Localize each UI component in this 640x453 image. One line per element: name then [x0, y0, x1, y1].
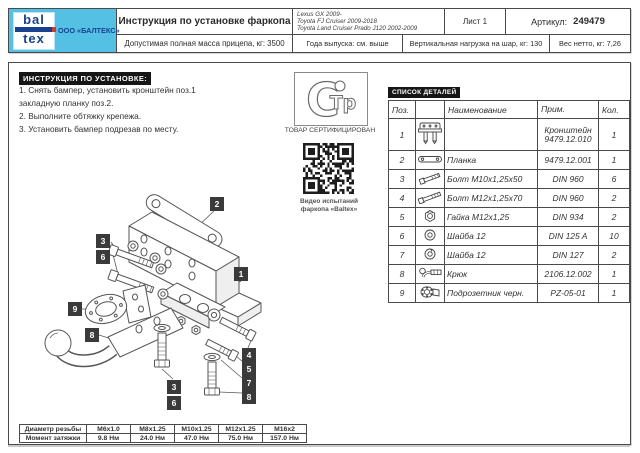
part-label: 7 [242, 376, 256, 390]
washer-icon [424, 229, 436, 241]
instruction-step: 3. Установить бампер подрезав по месту. [19, 124, 179, 134]
baltex-logo-mark: bal tex [13, 12, 56, 50]
col-name: Наименование [444, 100, 539, 119]
instruction-step: закладную планку поз.2. [19, 98, 114, 108]
part-label: 6 [167, 396, 181, 410]
vehicle-model: Toyota FJ Cruiser 2009-2018 [297, 18, 377, 25]
exploded-diagram: 2 3 6 1 9 8 3 6 4 5 7 8 [11, 131, 291, 423]
install-instructions-heading-wrap: ИНСТРУКЦИЯ ПО УСТАНОВКЕ: [19, 68, 152, 86]
table-row: 1 Кронштейн 9479.12.010 [387, 118, 631, 151]
title-cell: Инструкция по установке фаркопа Допустим… [117, 9, 293, 52]
table-row: 9 Подрозетник черн. PZ-05-01 [387, 283, 631, 303]
col-note: Прим. [537, 100, 599, 119]
article-value: 249479 [573, 16, 605, 27]
parts-table-header: Поз. Наименование Прим. Кол. [387, 100, 631, 119]
vehicle-model: Lexus GX 2009- [297, 11, 342, 18]
table-row: 2 Планка 9479.12.001 1 [387, 150, 631, 170]
vertical-load: Вертикальная нагрузка на шар, кг: 130 [403, 35, 550, 52]
bolt-icon [417, 191, 442, 205]
torque-diameter-row: Диаметр резьбы М6х1.0 М8х1.25 М10х1.25 М… [19, 424, 307, 434]
doc-title: Инструкция по установке фаркопа [117, 9, 292, 35]
torque-row-label: Диаметр резьбы [19, 424, 87, 434]
part-label: 6 [96, 250, 110, 264]
table-row: 6 Шайба 12 DIN 125 A 10 [387, 226, 631, 246]
sheet-number: Лист 1 [445, 9, 506, 34]
vehicle-model: Toyota Land Cruiser Prado J120 2002-2009 [297, 25, 418, 32]
table-row: 8 Крюк 2106.12.002 1 [387, 264, 631, 284]
table-row: 5 Гайка М12х1,25 DIN 934 2 [387, 207, 631, 227]
parts-list-heading: СПИСОК ДЕТАЛЕЙ [388, 87, 461, 98]
table-row: 4 Болт М12х1,25х70 DIN 960 2 [387, 188, 631, 208]
part-label: 3 [167, 380, 181, 394]
article-label: Артикул: [531, 16, 568, 27]
bracket-icon [418, 122, 442, 144]
hook-icon [419, 267, 442, 278]
part-label: 1 [234, 267, 248, 281]
article-cell: Артикул: 249479 [506, 9, 630, 34]
part-label: 8 [85, 328, 99, 342]
instructions-heading: ИНСТРУКЦИЯ ПО УСТАНОВКЕ: [19, 72, 152, 85]
qr-caption: Видео испытаний фаркопа «Baltex» [299, 198, 358, 213]
nut-icon [424, 209, 436, 223]
vehicle-list: Lexus GX 2009- Toyota FJ Cruiser 2009-20… [293, 9, 445, 34]
part-label: 2 [210, 197, 224, 211]
production-years: Года выпуска: см. выше [293, 35, 403, 52]
qr-code-icon [303, 143, 354, 194]
col-pos: Поз. [387, 100, 417, 119]
part-label: 4 [242, 348, 256, 362]
part-label: 5 [242, 362, 256, 376]
instruction-steps: 1. Снять бампер, установить кронштейн по… [19, 84, 196, 136]
baltex-logo: bal tex ООО «БАЛТЕКС» [9, 9, 120, 52]
table-row: 3 Болт М10х1,25х50 DIN 960 6 [387, 169, 631, 189]
spring-washer-icon [424, 248, 436, 260]
header-right: Lexus GX 2009- Toyota FJ Cruiser 2009-20… [293, 9, 630, 52]
trailer-mass: Допустимая полная масса прицепа, кг: 350… [124, 39, 285, 48]
svg-text:С: С [306, 73, 340, 123]
net-weight: Вес нетто, кг: 7,26 [558, 39, 622, 48]
parts-table: Поз. Наименование Прим. Кол. 1 [387, 100, 631, 303]
col-qty: Кол. [597, 100, 631, 119]
table-row: 7 Шайба 12 DIN 127 2 [387, 245, 631, 265]
part-label: 9 [68, 302, 82, 316]
logo-band [15, 27, 56, 32]
logo-text-bal: bal [23, 12, 45, 27]
instruction-step: 2. Выполните обтяжку крепежа. [19, 111, 142, 121]
instruction-step: 1. Снять бампер, установить кронштейн по… [19, 85, 196, 95]
torque-row-label: Момент затяжки [19, 433, 87, 443]
col-icon [415, 100, 446, 119]
cert-mark-icon: С Тр [306, 72, 357, 127]
header-table: bal tex ООО «БАЛТЕКС» Инструкция по уста… [8, 8, 631, 53]
part-label: 3 [96, 234, 110, 248]
main-content: ИНСТРУКЦИЯ ПО УСТАНОВКЕ: 1. Снять бампер… [8, 62, 631, 445]
torque-table: Диаметр резьбы М6х1.0 М8х1.25 М10х1.25 М… [19, 424, 307, 443]
logo-text-tex: tex [23, 31, 45, 46]
certification-mark-box: С Тр [294, 72, 368, 128]
socket-plate-icon [420, 286, 440, 298]
part-label: 8 [242, 390, 256, 404]
svg-text:Тр: Тр [330, 92, 357, 114]
exploded-view-drawing [44, 194, 262, 396]
certified-label: ТОВАР СЕРТИФИЦИРОВАН [284, 127, 376, 134]
bolt-icon [418, 172, 441, 185]
plate-icon [418, 156, 442, 163]
page-edge-shadow [8, 445, 630, 447]
torque-value-row: Момент затяжки 9.8 Нм 24.0 Нм 47.0 Нм 75… [19, 433, 307, 443]
company-name: ООО «БАЛТЕКС» [58, 26, 120, 35]
